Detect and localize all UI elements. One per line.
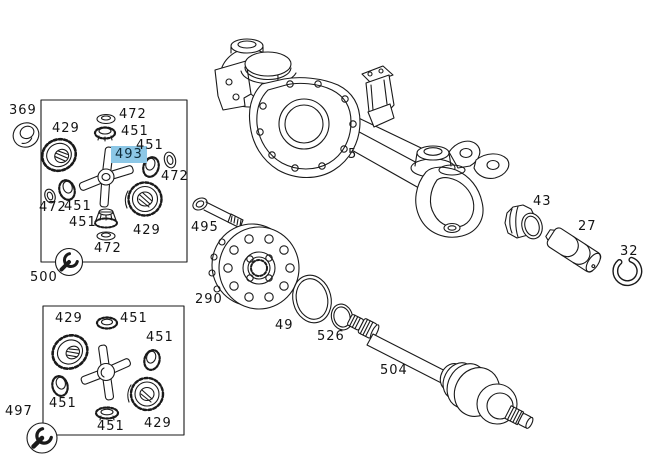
part-callout-5[interactable]: 5	[348, 147, 358, 162]
part-callout-32[interactable]: 32	[620, 244, 639, 259]
part-callout-493-selected[interactable]: 493	[111, 146, 147, 163]
circlip-32-drawing	[612, 256, 643, 287]
part-callout-43[interactable]: 43	[533, 194, 552, 209]
part-callout-526[interactable]: 526	[317, 329, 345, 344]
repair-kit-500-wrench-icon[interactable]	[54, 247, 84, 277]
part-callout-500[interactable]: 500	[30, 270, 58, 285]
part-callout-429-b[interactable]: 429	[133, 223, 161, 238]
part-callout-495[interactable]: 495	[191, 220, 219, 235]
part-callout-429-d[interactable]: 429	[144, 416, 172, 431]
bolt-495-drawing	[192, 197, 244, 229]
part-callout-472-a[interactable]: 472	[119, 107, 147, 122]
part-callout-451-c[interactable]: 451	[64, 199, 92, 214]
part-callout-27[interactable]: 27	[578, 219, 597, 234]
axle-housing-drawing	[214, 38, 510, 238]
part-callout-451-f[interactable]: 451	[146, 330, 174, 345]
pin-27-drawing	[545, 227, 602, 273]
part-callout-451-a[interactable]: 451	[121, 124, 149, 139]
part-callout-429-c[interactable]: 429	[55, 311, 83, 326]
axle-shaft-504-drawing	[347, 314, 534, 429]
seal-369-drawing	[12, 122, 40, 148]
detail-box-497	[26, 305, 185, 454]
part-callout-472-d[interactable]: 472	[94, 241, 122, 256]
part-callout-451-e[interactable]: 451	[120, 311, 148, 326]
part-callout-472-b[interactable]: 472	[161, 169, 189, 184]
part-callout-369[interactable]: 369	[9, 103, 37, 118]
flange-290-drawing	[208, 223, 300, 310]
part-callout-451-g[interactable]: 451	[49, 396, 77, 411]
repair-kit-497-wrench-icon[interactable]	[26, 422, 58, 454]
part-callout-451-h[interactable]: 451	[97, 419, 125, 434]
spider-cross-493-drawing	[78, 146, 134, 208]
part-callout-429-a[interactable]: 429	[52, 121, 80, 136]
spider-cross-497-drawing	[80, 344, 131, 401]
part-callout-497[interactable]: 497	[5, 404, 33, 419]
part-callout-451-b[interactable]: 451	[136, 138, 164, 153]
part-callout-451-d[interactable]: 451	[69, 215, 97, 230]
detail-box-500	[40, 99, 188, 277]
bushing-43-drawing	[504, 204, 543, 240]
part-callout-504[interactable]: 504	[380, 363, 408, 378]
part-callout-49[interactable]: 49	[275, 318, 294, 333]
gasket-49-drawing	[292, 274, 332, 324]
part-callout-290[interactable]: 290	[195, 292, 223, 307]
part-callout-472-c[interactable]: 472	[39, 200, 67, 215]
